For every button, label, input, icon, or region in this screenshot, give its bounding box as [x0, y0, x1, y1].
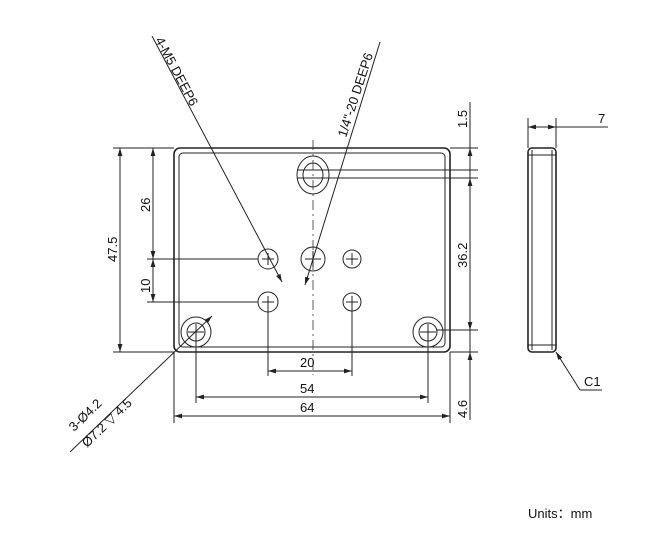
dim-54: 54: [300, 381, 314, 396]
dim-36-2: 36.2: [455, 243, 470, 268]
dim-26: 26: [138, 198, 153, 212]
quarter-inch-hole-top: [296, 155, 478, 195]
dim-47-5: 47.5: [105, 237, 120, 262]
dim-4-6: 4.6: [455, 400, 470, 418]
left-dimensions: [113, 147, 258, 353]
counterbore-holes: [180, 316, 444, 348]
quarter-inch-callout: 1/4"-20 DEEP6: [335, 51, 376, 139]
dim-1-5: 1.5: [455, 110, 470, 128]
dim-64: 64: [300, 400, 314, 415]
bottom-dimensions: [173, 302, 451, 423]
units-label: Units：mm: [528, 506, 592, 521]
plate-side-view: [527, 118, 608, 391]
chamfer-label: C1: [584, 374, 601, 389]
leader-lines: [69, 35, 381, 453]
plate-front-view: [173, 147, 451, 353]
right-dimensions: [436, 102, 478, 420]
dim-thickness: 7: [598, 111, 605, 126]
dim-20: 20: [300, 355, 314, 370]
m5-callout: 4-M5 DEEP6: [152, 34, 201, 108]
dim-10: 10: [138, 279, 153, 293]
m5-holes: [257, 248, 362, 313]
